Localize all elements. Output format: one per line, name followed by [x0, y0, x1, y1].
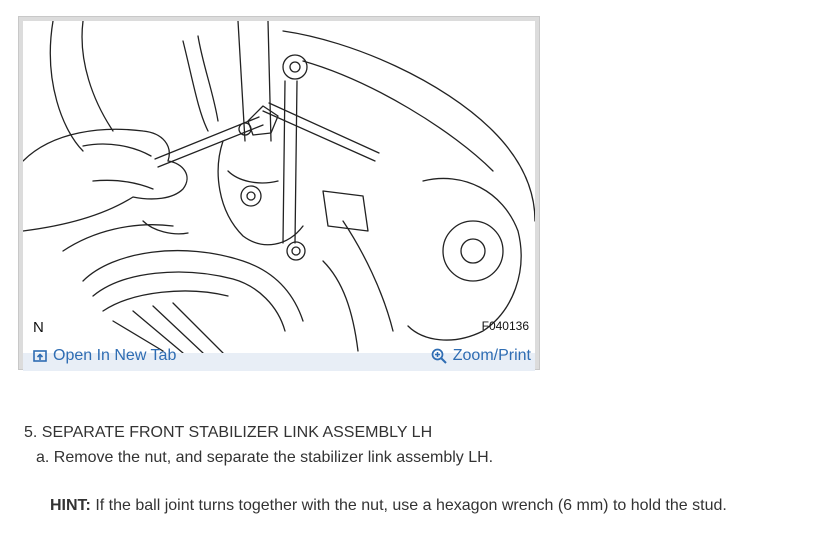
hint-text: If the ball joint turns together with th… — [90, 497, 727, 514]
open-in-new-tab-link[interactable]: Open In New Tab — [33, 344, 176, 368]
step-title: 5. SEPARATE FRONT STABILIZER LINK ASSEMB… — [24, 424, 433, 441]
figure-action-bar — [23, 353, 535, 371]
hint-paragraph: HINT: If the ball joint turns together w… — [50, 497, 727, 515]
line-drawing — [23, 21, 535, 353]
orientation-letter: N — [33, 319, 44, 336]
hint-label: HINT: — [50, 497, 91, 514]
magnifier-plus-icon — [431, 348, 447, 364]
figure-frame: N F040136 Open In New Tab Zoom/Print — [18, 16, 540, 371]
zoom-print-label: Zoom/Print — [452, 347, 531, 364]
open-in-new-tab-label: Open In New Tab — [53, 347, 177, 364]
figure-code: F040136 — [481, 319, 529, 333]
repair-illustration: N F040136 — [23, 21, 535, 353]
zoom-print-link[interactable]: Zoom/Print — [431, 344, 531, 368]
open-new-tab-icon — [33, 350, 47, 362]
substep-text: a. Remove the nut, and separate the stab… — [36, 449, 494, 466]
